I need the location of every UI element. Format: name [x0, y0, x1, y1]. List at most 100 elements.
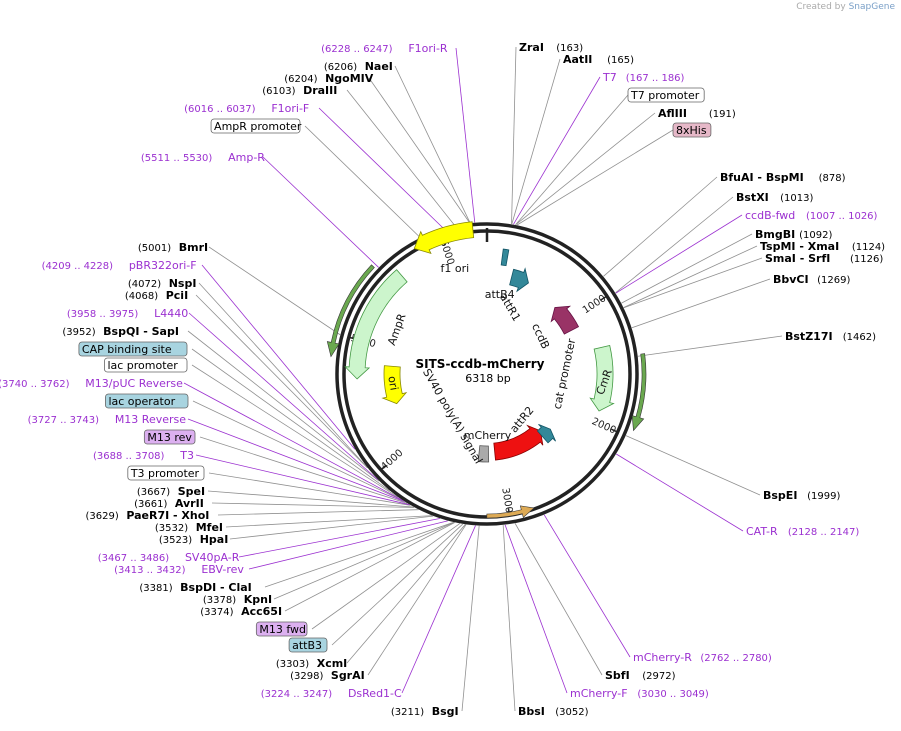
site-label-draiii: DraIII [303, 84, 337, 97]
site-position-mfei: (3532) [155, 523, 188, 534]
site-label-amp-r: Amp-R [228, 151, 265, 164]
site-label-ngomiv: NgoMIV [325, 72, 374, 85]
annotation-arrow-2 [631, 353, 647, 432]
connector-t3 [195, 454, 410, 506]
site-label-afliii: AflIII [658, 107, 687, 120]
site-label-t3: T3 [179, 449, 194, 462]
site-position-sv40pa-r: (3467 .. 3486) [98, 553, 170, 564]
site-label-ccdb-fwd: ccdB-fwd [745, 209, 795, 222]
site-label-ebv-rev: EBV-rev [201, 563, 244, 576]
site-position-pcii: (4068) [125, 291, 158, 302]
feature-sv40-poly-a-signal [477, 445, 490, 463]
site-label-hpai: HpaI [200, 533, 229, 546]
feature-ampr [344, 269, 408, 380]
feature-label-cat-promoter: cat promoter [551, 337, 579, 410]
connector-bfuai-bspmi [603, 176, 718, 277]
label-box-8xhis [672, 122, 712, 138]
label-box-attb3 [288, 637, 328, 653]
connector-mcherry-r [543, 514, 631, 658]
site-position-sbfi: (2972) [642, 671, 675, 682]
connector-attb3 [331, 523, 464, 646]
plasmid-name: SITS-ccdb-mCherry [416, 357, 545, 371]
feature-mcherry [493, 424, 544, 461]
primer-annotation-arrows [326, 264, 647, 519]
connector-pbr322ori-f [201, 264, 356, 450]
site-label-l4440: L4440 [154, 307, 188, 320]
site-label-ampr-promoter: AmpR promoter [214, 120, 302, 133]
site-label-8xhis: 8xHis [676, 124, 707, 137]
label-box-m13-fwd [255, 621, 308, 637]
connector-kpni [273, 522, 455, 600]
site-label-bstxi: BstXI [736, 191, 769, 204]
site-label-bstz17i: BstZ17I [785, 330, 833, 343]
connector-lac-promoter [191, 364, 398, 498]
label-connector-lines [183, 46, 783, 712]
site-position-f1ori-r: (6228 .. 6247) [321, 44, 393, 55]
connector-aatii [511, 58, 561, 225]
feature-label-ampr: AmpR [385, 312, 409, 348]
connector-bstz17i [637, 335, 783, 357]
site-position-bspdi-clai: (3381) [139, 583, 172, 594]
site-position-bspei: (1999) [807, 491, 840, 502]
site-label-sgrai: SgrAI [331, 669, 365, 682]
connector-f1ori-r [455, 47, 476, 223]
site-position-ngomiv: (6204) [284, 74, 317, 85]
site-label-m13-puc-reverse: M13/pUC Reverse [85, 377, 183, 390]
site-label-bspei: BspEI [763, 489, 797, 502]
site-label-pcii: PciI [166, 289, 188, 302]
label-box-cap-binding-site [78, 341, 188, 357]
connector-sgrai [367, 524, 467, 676]
connector-m13-rev [199, 436, 408, 504]
connector-mfei [225, 515, 432, 528]
plasmid-center-label: SITS-ccdb-mCherry 6318 bp [416, 357, 545, 385]
site-labels: ZraI(163)AatII(165)T7(167 .. 186)T7 prom… [0, 41, 885, 718]
site-position-paer7i-xhoi: (3629) [86, 511, 119, 522]
site-label-bspdi-clai: BspDI - ClaI [180, 581, 252, 594]
site-label-naei: NaeI [365, 60, 393, 73]
connector-nspi [198, 282, 368, 468]
connector-t3-promoter [208, 472, 411, 506]
site-position-zrai: (163) [556, 43, 583, 54]
site-position-tspmi-xmai: (1124) [852, 242, 885, 253]
label-box-t3-promoter [127, 465, 205, 481]
connector-ngomiv [368, 77, 471, 224]
connector-acc65i [284, 522, 455, 612]
tick-mark-4000 [380, 464, 387, 471]
site-label-m13-reverse: M13 Reverse [115, 413, 186, 426]
connector-xcmi [346, 524, 466, 664]
site-position-sgrai: (3298) [290, 671, 323, 682]
connector-afliii [515, 112, 656, 226]
connector-ampr-promoter [304, 125, 421, 238]
connector-bmri [208, 246, 341, 336]
site-position-avrii: (3661) [134, 499, 167, 510]
site-label-m13-fwd: M13 fwd [259, 623, 306, 636]
site-position-bbvci: (1269) [817, 275, 850, 286]
site-position-bmgbi: (1092) [799, 230, 832, 241]
connector-cap-binding-site [191, 348, 390, 491]
tick-mark-2000 [610, 428, 618, 433]
label-box-t7-promoter [627, 87, 705, 103]
site-position-bfuai-bspmi: (878) [819, 173, 846, 184]
annotation-arrow-1 [486, 505, 535, 519]
label-box-ampr-promoter [210, 118, 301, 134]
site-position-mcherry-f: (3030 .. 3049) [637, 689, 709, 700]
feature-attr1 [509, 267, 529, 293]
connector-bstxi [615, 196, 734, 294]
plasmid-length: 6318 bp [465, 372, 510, 385]
connector-cat-r [616, 453, 744, 532]
site-position-spei: (3667) [137, 487, 170, 498]
connector-ebv-rev [248, 520, 448, 570]
connector-m13-puc-reverse [183, 382, 403, 501]
connector-mcherry-f [504, 524, 568, 694]
annotation-arrow-3 [326, 264, 375, 358]
connector-hpai [229, 515, 434, 540]
site-label-paer7i-xhoi: PaeR7I - XhoI [126, 509, 209, 522]
site-label-lac-promoter: lac promoter [107, 359, 178, 372]
feature-ccdb [550, 305, 580, 335]
connector-bbvci [631, 278, 771, 329]
site-position-bstxi: (1013) [780, 193, 813, 204]
connector-bspqi-sapi [187, 330, 380, 482]
feature-label-f1-ori: f1 ori [441, 262, 470, 275]
site-position-hpai: (3523) [159, 535, 192, 546]
site-position-kpni: (3378) [203, 595, 236, 606]
